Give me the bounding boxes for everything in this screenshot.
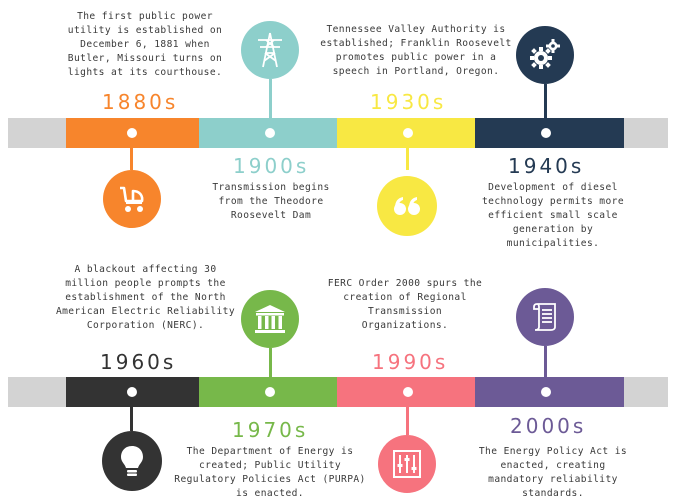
text-line: Tennessee Valley Authority is: [326, 24, 506, 35]
text-line: municipalities.: [506, 238, 600, 249]
timeline-marker-1990s: [403, 387, 413, 397]
icon-circle-1900s: [241, 21, 299, 79]
connector-1970s: [269, 348, 272, 382]
decade-label-1880s: 1880s: [102, 90, 179, 114]
text-line: Transmission: [367, 306, 443, 317]
event-1900s-description: Transmission begins from the Theodore Ro…: [196, 181, 346, 223]
text-line: FERC Order 2000 spurs the: [327, 278, 483, 289]
event-1880s-description: The first public power utility is establ…: [55, 10, 235, 80]
control-panel-icon: [393, 450, 421, 478]
text-line: December 6, 1881 when: [80, 39, 210, 50]
text-line: from the Theodore: [218, 196, 324, 207]
event-1960s-description: A blackout affecting 30 million people p…: [48, 263, 243, 333]
timeline-bar-left-cap: [8, 118, 66, 148]
event-1990s-description: FERC Order 2000 spurs the creation of Re…: [310, 277, 500, 333]
text-line: American Electric Reliability: [55, 306, 236, 317]
text-line: speech in Portland, Oregon.: [332, 66, 500, 77]
decade-label-1940s: 1940s: [508, 154, 585, 178]
text-line: The Energy Policy Act is: [478, 446, 628, 457]
text-line: The Department of Energy is: [186, 446, 354, 457]
timeline-bar-top: [8, 118, 668, 148]
text-line: mandatory reliability: [488, 474, 618, 485]
timeline-bar-right-cap: [624, 118, 668, 148]
text-line: standards.: [522, 488, 584, 499]
quote-marks-icon: [394, 197, 420, 215]
event-1940s-description: Development of diesel technology permits…: [468, 181, 638, 251]
scroll-document-icon: [533, 303, 556, 331]
text-line: Corporation (NERC).: [86, 320, 205, 331]
decade-label-1900s: 1900s: [233, 154, 310, 178]
decade-label-2000s: 2000s: [510, 414, 587, 438]
decade-label-1970s: 1970s: [232, 418, 309, 442]
decade-label-1960s: 1960s: [100, 350, 177, 374]
event-1930s-description: Tennessee Valley Authority is establishe…: [316, 23, 516, 79]
icon-circle-1930s: [377, 176, 437, 236]
connector-1930s: [406, 148, 409, 170]
decade-label-1990s: 1990s: [372, 350, 449, 374]
connector-1880s: [130, 148, 133, 170]
text-line: enacted, creating: [500, 460, 606, 471]
text-line: established; Franklin Roosevelt: [320, 38, 512, 49]
connector-1900s: [269, 79, 272, 123]
timeline-marker-1970s: [265, 387, 275, 397]
text-line: Transmission begins: [212, 182, 330, 193]
text-line: million people prompts the: [65, 278, 226, 289]
text-line: generation by: [512, 224, 594, 235]
event-2000s-description: The Energy Policy Act is enacted, creati…: [468, 445, 638, 501]
government-building-icon: [255, 305, 285, 333]
baby-carriage-icon: [120, 186, 144, 212]
event-1970s-description: The Department of Energy is created; Pub…: [170, 445, 370, 501]
icon-circle-1990s: [378, 435, 436, 493]
icon-circle-2000s: [516, 288, 574, 346]
text-line: The first public power: [77, 11, 213, 22]
text-line: Development of diesel: [488, 182, 618, 193]
connector-1990s: [406, 407, 409, 435]
connector-2000s: [544, 346, 547, 382]
text-line: efficient small scale: [488, 210, 618, 221]
text-line: is enacted.: [236, 488, 304, 499]
text-line: Butler, Missouri turns on: [67, 53, 223, 64]
transmission-tower-icon: [258, 32, 282, 68]
timeline-marker-1940s: [541, 128, 551, 138]
connector-1960s: [130, 407, 133, 431]
text-line: A blackout affecting 30: [74, 264, 217, 275]
connector-1940s: [544, 84, 547, 123]
timeline-bar-left-cap: [8, 377, 66, 407]
icon-circle-1970s: [241, 290, 299, 348]
timeline-marker-1930s: [403, 128, 413, 138]
timeline-bar-right-cap: [624, 377, 668, 407]
timeline-marker-1880s: [127, 128, 137, 138]
text-line: created; Public Utility: [198, 460, 342, 471]
icon-circle-1940s: [516, 26, 574, 84]
text-line: technology permits more: [481, 196, 625, 207]
text-line: promotes public power in a: [335, 52, 497, 63]
text-line: utility is established on: [67, 25, 223, 36]
text-line: Organizations.: [361, 320, 449, 331]
text-line: creation of Regional: [343, 292, 467, 303]
light-bulb-icon: [121, 446, 143, 476]
text-line: Roosevelt Dam: [230, 210, 312, 221]
decade-label-1930s: 1930s: [370, 90, 447, 114]
text-line: Regulatory Policies Act (PURPA): [174, 474, 366, 485]
icon-circle-1960s: [102, 431, 162, 491]
timeline-marker-1900s: [265, 128, 275, 138]
timeline-marker-2000s: [541, 387, 551, 397]
timeline-marker-1960s: [127, 387, 137, 397]
icon-circle-1880s: [103, 170, 161, 228]
text-line: establishment of the North: [65, 292, 226, 303]
gears-icon: [530, 39, 560, 69]
timeline-bar-bottom: [8, 377, 668, 407]
text-line: lights at its courthouse.: [67, 67, 223, 78]
